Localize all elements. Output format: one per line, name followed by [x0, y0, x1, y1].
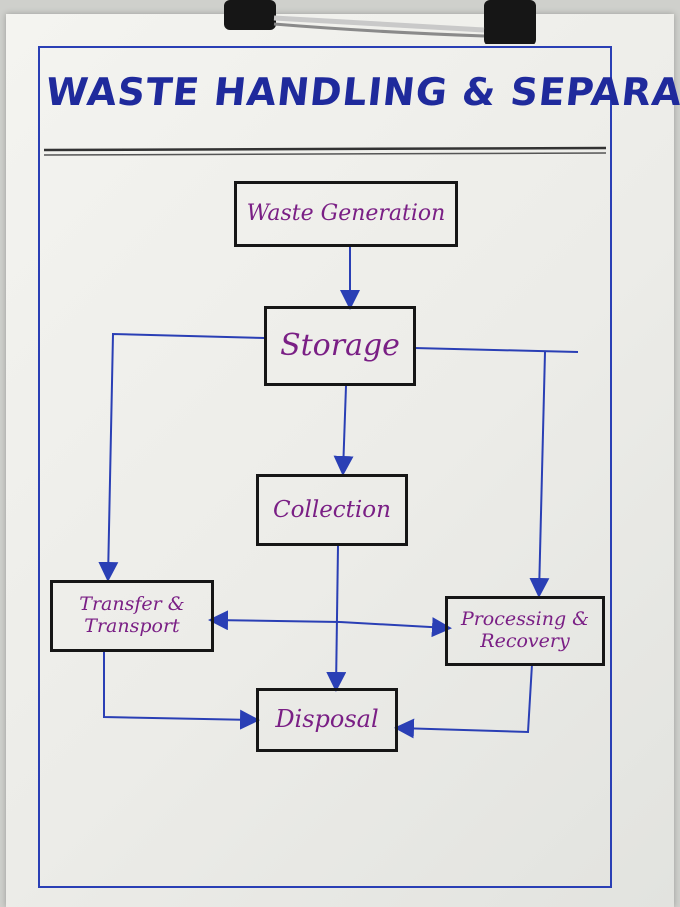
arrow-processing-transfer — [208, 610, 341, 631]
arrow-transfer-processing — [339, 617, 452, 638]
node-transfer-transport: Transfer & Transport — [50, 580, 214, 652]
node-collection: Collection — [256, 474, 408, 546]
node-waste-generation: Waste Generation — [234, 181, 458, 247]
arrow-transfer-disposal — [103, 652, 260, 730]
arrow-storage-transfer — [98, 332, 266, 582]
clipboard-clip-icon — [224, 0, 536, 44]
arrow-storage-collection — [333, 385, 354, 476]
arrow-collection-disposal — [326, 545, 347, 692]
node-processing-recovery: Processing & Recovery — [445, 596, 605, 666]
arrow-storage-processing-down — [529, 351, 550, 598]
arrow-storage-processing — [413, 347, 579, 353]
node-disposal: Disposal — [256, 688, 398, 752]
node-storage: Storage — [264, 306, 416, 386]
arrow-processing-disposal — [394, 663, 533, 739]
drawing-border — [38, 46, 612, 888]
title-underline — [43, 146, 607, 152]
